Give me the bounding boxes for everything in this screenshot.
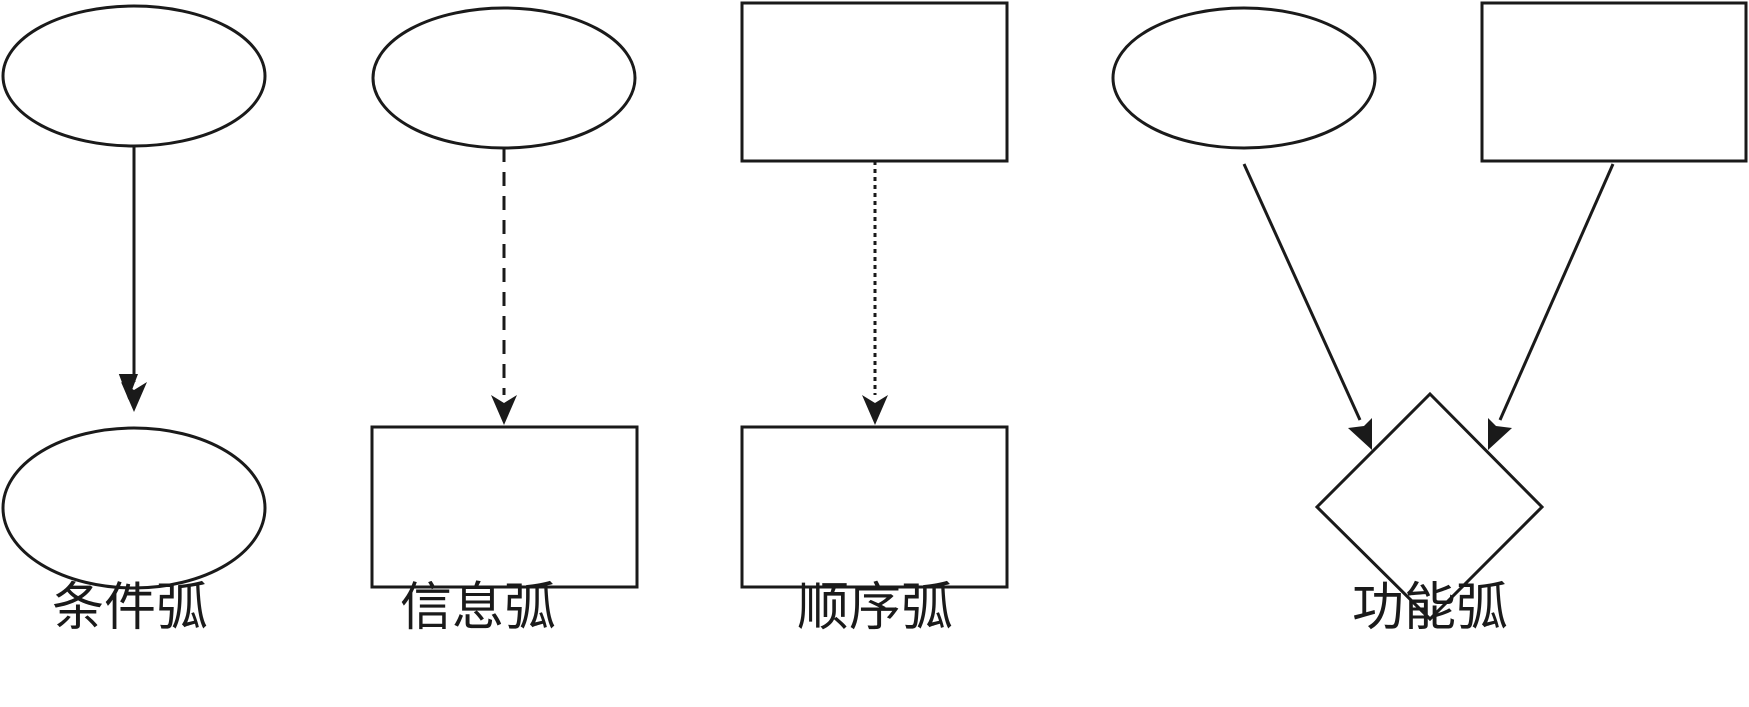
function-target-diamond <box>1314 391 1545 622</box>
condition-target-ellipse <box>1 426 267 590</box>
sequence-source-rect <box>740 1 1009 163</box>
function-source-rect <box>1480 1 1748 163</box>
function-source-ellipse <box>1111 6 1377 150</box>
function-arc-label: 功能弧 <box>1351 578 1509 638</box>
sequence-arrowhead <box>862 395 888 425</box>
condition-arc-label: 条件弧 <box>51 578 209 638</box>
function-arc-arrow-right <box>1498 163 1615 421</box>
function-arrowhead-right <box>1488 418 1512 450</box>
condition-source-ellipse <box>1 4 267 148</box>
information-target-rect <box>370 425 639 589</box>
sequence-target-rect <box>740 425 1009 589</box>
condition-arrowhead <box>121 382 147 412</box>
information-arc-label: 信息弧 <box>399 578 557 638</box>
sequence-arc-label: 顺序弧 <box>796 578 954 638</box>
information-arrowhead <box>491 395 517 425</box>
information-source-ellipse <box>371 6 637 150</box>
function-arrowhead-left <box>1348 418 1372 450</box>
function-arc-arrow-left <box>1242 163 1362 421</box>
